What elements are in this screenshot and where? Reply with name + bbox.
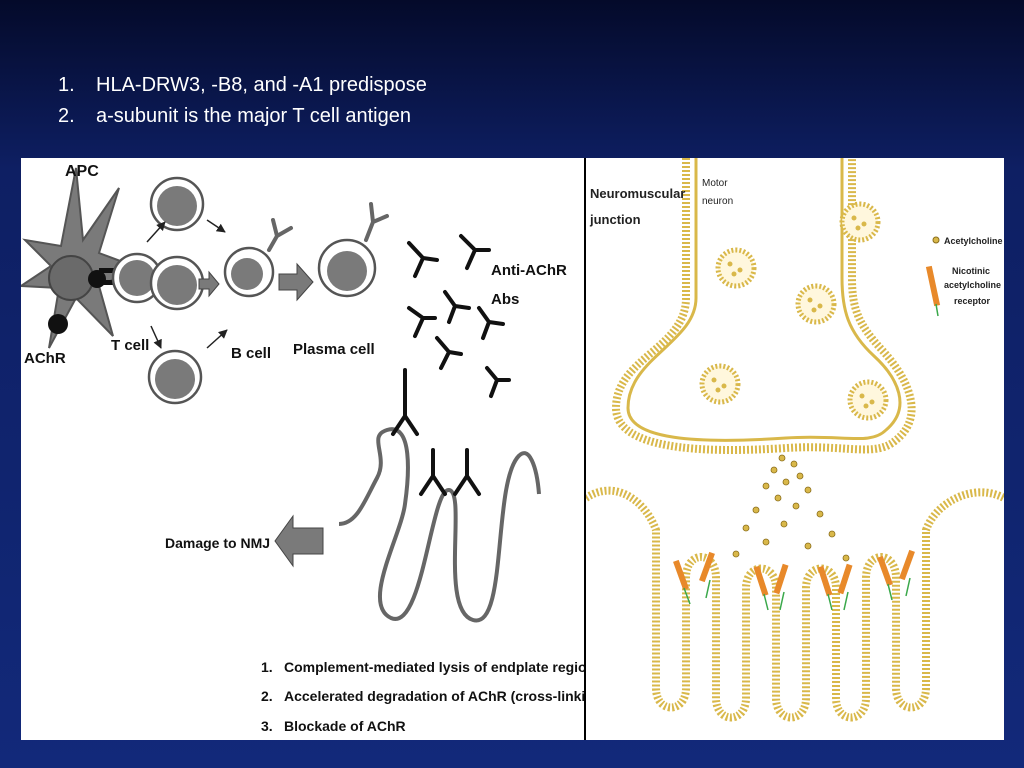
bound-antibodies <box>391 368 481 496</box>
b-cell-receptor-shape <box>267 218 293 252</box>
panel-divider <box>584 158 586 740</box>
damage-label: Damage to NMJ <box>165 535 270 551</box>
nmj-title-line2: junction <box>589 212 641 227</box>
antibodies-label-line2: Abs <box>491 291 519 308</box>
mechanism-text: Complement-mediated lysis of endplate re… <box>284 659 584 675</box>
plasma-cell-nucleus <box>327 251 367 291</box>
achr-dot <box>48 314 68 334</box>
plasma-cell-label: Plasma cell <box>293 341 375 358</box>
apc-nucleus <box>48 255 94 301</box>
bullet-number: 2. <box>58 105 75 127</box>
legend-receptor-line3: receptor <box>954 296 991 306</box>
bullet-item: 1. HLA-DRW3, -B8, and -A1 predispose <box>58 70 427 101</box>
motor-neuron-label-line2: neuron <box>702 196 733 207</box>
apc-label: APC <box>65 163 99 180</box>
antibodies-label-line1: Anti-AChR <box>491 262 567 279</box>
t-cell-label: T cell <box>111 337 149 354</box>
bullet-text: a-subunit is the major T cell antigen <box>96 105 411 127</box>
arrow <box>206 329 228 349</box>
vesicle-contents <box>711 215 875 409</box>
mhc-bar <box>99 280 121 285</box>
expanded-t-cell-nucleus <box>157 265 197 305</box>
postsynaptic-membrane-shape <box>586 486 1004 722</box>
released-acetylcholine <box>732 454 850 562</box>
bullet-number: 1. <box>58 74 75 96</box>
postsynaptic-membrane-shape <box>338 427 541 623</box>
legend-receptor-arrow <box>935 303 939 317</box>
expanded-t-cell-nucleus <box>157 186 197 226</box>
mechanism-number: 1. <box>261 659 273 675</box>
legend-receptor-line1: Nicotinic <box>952 266 990 276</box>
mechanism-number: 3. <box>261 718 273 734</box>
free-antibodies <box>407 234 511 398</box>
arrow <box>150 325 162 349</box>
synaptic-vesicles <box>699 201 889 421</box>
presynaptic-membrane-inner-shape <box>626 158 902 442</box>
b-cell-label: B cell <box>231 345 271 362</box>
motor-neuron-label-line1: Motor <box>702 178 728 189</box>
plasma-cell-receptor-shape <box>364 202 389 242</box>
damage-arrow <box>274 514 324 568</box>
nmj-title-line1: Neuromuscular <box>590 186 685 201</box>
neuromuscular-junction-diagram: Neuromuscular junction Motor neuron <box>586 158 1004 740</box>
block-arrow <box>198 270 220 298</box>
achr-receptors <box>673 549 915 597</box>
achr-label: AChR <box>24 350 66 367</box>
bullet-list: 1. HLA-DRW3, -B8, and -A1 predispose 2. a-… <box>58 70 427 132</box>
legend-acetylcholine-label: Acetylcholine <box>944 236 1003 246</box>
b-cell-nucleus <box>231 258 263 290</box>
expanded-t-cell-nucleus <box>155 359 195 399</box>
presynaptic-membrane-shape <box>611 158 916 454</box>
mechanism-number: 2. <box>261 688 273 704</box>
immune-mechanism-diagram: APC AChR T cell B cell Plasma cell Anti-… <box>21 158 584 740</box>
mechanism-text: Accelerated degradation of AChR (cross-l… <box>284 688 584 704</box>
arrow <box>146 221 166 243</box>
mechanism-text: Blockade of AChR <box>284 718 406 734</box>
block-arrow <box>278 262 314 302</box>
legend-receptor-shape <box>925 265 941 307</box>
receptor-arrows <box>683 577 911 611</box>
mhc-bar <box>99 268 121 273</box>
arrow <box>206 219 226 233</box>
legend-acetylcholine-dot <box>932 236 940 244</box>
bullet-item: 2. a-subunit is the major T cell antigen <box>58 101 427 132</box>
bullet-text: HLA-DRW3, -B8, and -A1 predispose <box>96 74 427 96</box>
legend-receptor-line2: acetylcholine <box>944 280 1001 290</box>
t-cell-nucleus <box>119 260 155 296</box>
